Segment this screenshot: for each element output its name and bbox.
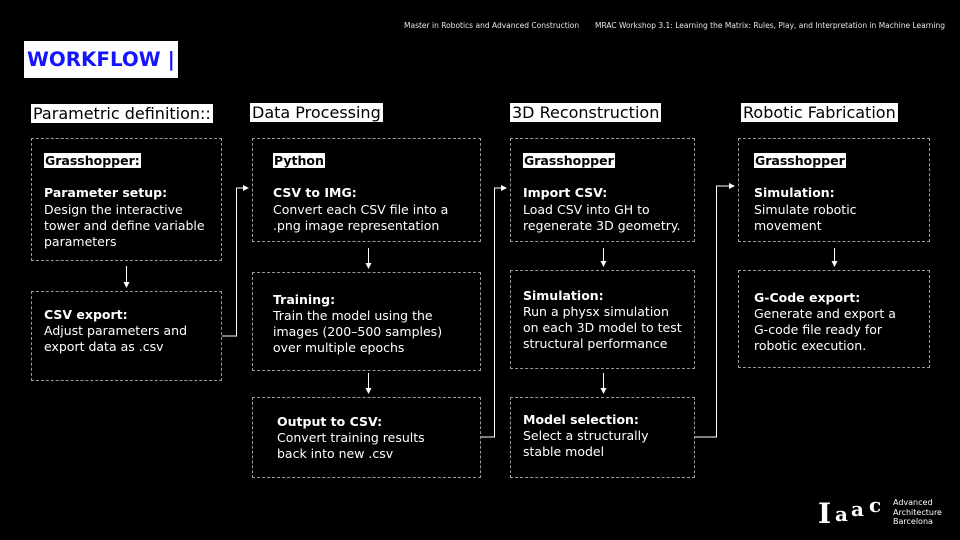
logo-line: Advanced: [893, 498, 933, 507]
step-label: CSV to IMG:: [273, 185, 357, 200]
step-text-line: Select a structurally: [523, 428, 649, 443]
step-label: Model selection:: [523, 412, 639, 427]
step-label: Parameter setup:: [44, 185, 168, 200]
svg-text:c: c: [869, 497, 881, 517]
logo-text: Advanced Architecture Barcelona: [893, 498, 942, 527]
step-text-line: Adjust parameters and: [44, 323, 188, 338]
column-heading-robotic-fabrication: Robotic Fabrication: [741, 103, 898, 122]
step-training: Training: Train the model using the imag…: [252, 272, 481, 371]
step-csv-to-img: Python CSV to IMG: Convert each CSV file…: [252, 138, 481, 242]
step-text-line: tower and define variable: [44, 218, 205, 233]
step-text-line: Generate and export a: [754, 306, 896, 321]
tool-label: Grasshopper: [523, 153, 615, 168]
tool-label: Python: [273, 153, 325, 168]
step-label: Simulation:: [754, 185, 835, 200]
logo-line: Architecture: [893, 507, 942, 517]
step-text-line: export data as .csv: [44, 339, 164, 354]
step-robot-simulation: Grasshopper Simulation: Simulate robotic…: [738, 138, 930, 242]
step-gcode-export: G-Code export: Generate and export a G-c…: [738, 270, 930, 368]
step-import-csv: Grasshopper Import CSV: Load CSV into GH…: [510, 138, 695, 242]
header-program: Master in Robotics and Advanced Construc…: [404, 21, 580, 30]
header-workshop: MRAC Workshop 3.1: Learning the Matrix: …: [595, 21, 946, 30]
step-model-selection: Model selection: Select a structurally s…: [510, 397, 695, 478]
column-heading-parametric: Parametric definition::: [31, 104, 213, 123]
step-text-line: Train the model using the: [273, 308, 433, 323]
logo-line: Barcelona: [893, 517, 933, 526]
step-label: Training:: [273, 292, 336, 307]
tool-label: Grasshopper:: [44, 153, 141, 168]
svg-text:a: a: [851, 497, 864, 521]
iaac-logo-icon: I a a c: [818, 497, 881, 527]
step-label: Simulation:: [523, 288, 604, 303]
step-text-line: stable model: [523, 444, 605, 459]
step-text-line: on each 3D model to test: [523, 320, 682, 335]
tool-label: Grasshopper: [754, 153, 846, 168]
step-label: Output to CSV:: [277, 414, 383, 429]
svg-text:a: a: [835, 502, 848, 526]
step-parameter-setup: Grasshopper: Parameter setup: Design the…: [31, 138, 222, 261]
step-text-line: robotic execution.: [754, 338, 867, 353]
step-text-line: images (200–500 samples): [273, 324, 443, 339]
step-text-line: structural performance: [523, 336, 668, 351]
step-text-line: back into new .csv: [277, 446, 394, 461]
step-simulation-physx: Simulation: Run a physx simulation on ea…: [510, 270, 695, 369]
step-text-line: G-code file ready for: [754, 322, 883, 337]
step-text-line: .png image representation: [273, 218, 440, 233]
step-text-line: Convert training results: [277, 430, 425, 445]
step-text-line: Run a physx simulation: [523, 304, 669, 319]
step-text-line: Simulate robotic: [754, 202, 857, 217]
page-title: WORKFLOW |: [24, 41, 178, 78]
connector-col3-to-col4: [695, 183, 735, 438]
step-csv-export: CSV export: Adjust parameters and export…: [31, 291, 222, 381]
step-text-line: Load CSV into GH to: [523, 202, 650, 217]
step-text-line: over multiple epochs: [273, 340, 405, 355]
step-label: CSV export:: [44, 307, 128, 322]
step-text-line: movement: [754, 218, 822, 233]
column-heading-3d-reconstruction: 3D Reconstruction: [510, 103, 662, 122]
step-text-line: Design the interactive: [44, 202, 183, 217]
connector-col2-to-col3: [481, 185, 507, 438]
step-text-line: regenerate 3D geometry.: [523, 218, 681, 233]
step-label: Import CSV:: [523, 185, 608, 200]
step-output-to-csv: Output to CSV: Convert training results …: [252, 397, 481, 478]
step-label: G-Code export:: [754, 290, 861, 305]
svg-text:I: I: [818, 497, 831, 527]
connector-col1-to-col2: [222, 185, 249, 337]
step-text-line: parameters: [44, 234, 117, 249]
column-heading-data-processing: Data Processing: [250, 103, 383, 122]
step-text-line: Convert each CSV file into a: [273, 202, 449, 217]
